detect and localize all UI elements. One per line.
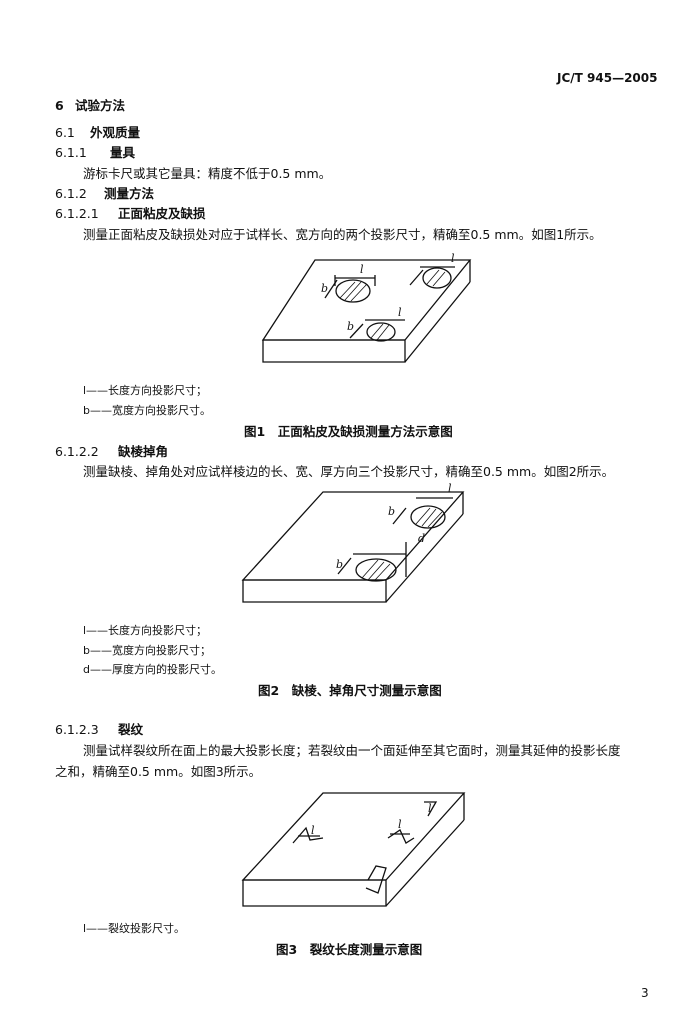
section-6-1-2-3-body-line1: 测量试样裂纹所在面上的最大投影长度；若裂纹由一个面延伸至其它面时，测量其延伸的投… [83,743,621,758]
fig2-label-l-1: l [448,482,452,495]
section-6-1-number: 6.1 [55,125,75,140]
fig1-legend-l: l——长度方向投影尺寸； [83,384,208,397]
section-6-1-2-2-title: 缺棱掉角 [118,444,169,459]
fig1-defect-right [422,267,452,289]
figure-2-diagram: l b d b [241,482,465,603]
fig2-label-d: d [418,532,425,545]
fig1-label-l-2: l [451,252,455,265]
standard-number: JC/T 945—2005 [557,71,658,85]
fig2-legend-d: d——厚度方向的投影尺寸。 [83,663,222,676]
fig3-crack-mid-right [387,829,415,844]
fig3-label-l-3: l [428,802,432,815]
fig3-crack-edge [365,865,387,894]
section-6-1-2-2-body: 测量缺棱、掉角处对应试样棱边的长、宽、厚方向三个投影尺寸，精确至0.5 mm。如… [83,464,615,479]
section-6-1-2-3-body-line2: 之和，精确至0.5 mm。如图3所示。 [55,764,262,779]
section-6-1-2-number: 6.1.2 [55,186,87,201]
fig3-side-bottom-edge [385,819,465,907]
fig2-label-b-1: b [388,505,395,518]
section-6-1-1-number: 6.1.1 [55,145,87,160]
section-6-1-2-1-number: 6.1.2.1 [55,206,99,221]
fig1-top-face [261,259,472,341]
fig2-legend-l: l——长度方向投影尺寸； [83,624,208,637]
page-number: 3 [641,986,649,1000]
fig2-caption: 图2 缺棱、掉角尺寸测量示意图 [258,683,442,698]
section-6-1-title: 外观质量 [90,125,141,140]
section-6-1-2-3-title: 裂纹 [118,722,144,737]
section-6-number: 6 [55,98,64,113]
section-6-title: 试验方法 [75,98,126,113]
fig2-legend-b: b——宽度方向投影尺寸； [83,644,211,657]
section-6-1-2-1-title: 正面粘皮及缺损 [118,206,206,221]
section-6-1-2-1-body: 测量正面粘皮及缺损处对应于试样长、宽方向的两个投影尺寸，精确至0.5 mm。如图… [83,227,602,242]
fig3-front-face [242,879,387,907]
fig1-front-face [262,339,406,363]
section-6-1-2-2-number: 6.1.2.2 [55,444,99,459]
fig2-label-b-2: b [336,558,343,571]
fig2-top-face [241,491,465,581]
section-6-1-2-title: 测量方法 [104,186,155,201]
fig3-label-l-1: l [311,824,315,837]
fig1-label-b-1: b [321,282,328,295]
fig2-chip-lower [355,558,397,582]
section-6-1-2-3-number: 6.1.2.3 [55,722,99,737]
figure-3-diagram: l l l [241,792,466,907]
fig3-legend-l: l——裂纹投影尺寸。 [83,922,186,935]
fig1-side-bottom-edge [404,281,471,363]
fig3-caption: 图3 裂纹长度测量示意图 [276,942,423,957]
fig1-defect-bottom [366,322,396,342]
fig1-defect-left [335,279,371,303]
section-6-1-1-body: 游标卡尺或其它量具：精度不低于0.5 mm。 [83,166,332,181]
fig3-crack-top-right [424,801,438,817]
fig2-front-face [242,579,387,603]
fig1-label-l-3: l [398,306,402,319]
section-6-1-1-title: 量具 [110,145,136,160]
fig1-caption: 图1 正面粘皮及缺损测量方法示意图 [244,424,453,439]
fig2-chip-upper [410,505,446,529]
fig2-side-bottom-edge [385,513,464,603]
fig1-legend-b: b——宽度方向投影尺寸。 [83,404,211,417]
figure-1-diagram: l b l l b [261,252,472,363]
fig1-label-l-1: l [360,263,364,276]
fig1-label-b-3: b [347,320,354,333]
fig3-label-l-2: l [398,818,402,831]
